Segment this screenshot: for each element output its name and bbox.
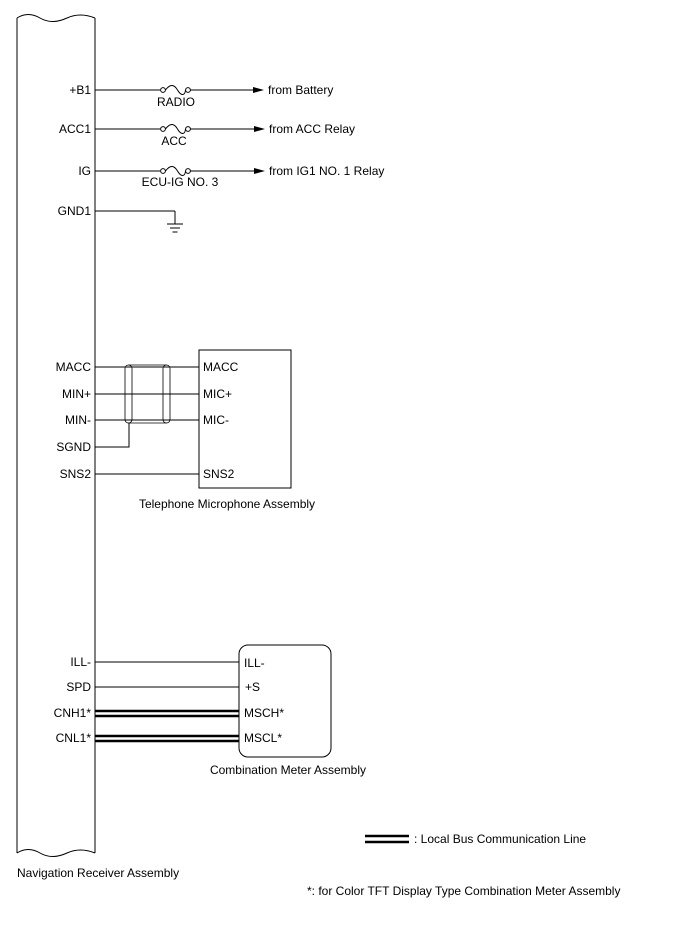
ground-symbol — [95, 210, 183, 233]
pin-label-sgnd: SGND — [56, 440, 91, 454]
pin-label-cnh1: CNH1* — [54, 706, 92, 720]
footnote-text: *: for Color TFT Display Type Combinatio… — [307, 884, 620, 898]
receiver-assembly-label: Navigation Receiver Assembly — [17, 866, 179, 880]
pin-label-ig: IG — [78, 164, 91, 178]
pin-label-macc: MACC — [56, 360, 92, 374]
microphone-assembly-label: Telephone Microphone Assembly — [139, 497, 315, 511]
mic-pin-mic-minus: MIC- — [203, 413, 229, 427]
pin-label-sns2: SNS2 — [60, 467, 92, 481]
shielded-cable-symbol — [124, 364, 171, 424]
microphone-wires — [95, 366, 199, 475]
circuit-acc1 — [95, 124, 265, 134]
source-label-acc-relay: from ACC Relay — [269, 122, 355, 136]
pin-label-ill: ILL- — [70, 655, 91, 669]
pin-label-acc1: ACC1 — [59, 122, 91, 136]
circuit-b1-radio — [95, 85, 264, 95]
mic-pin-sns2: SNS2 — [203, 467, 235, 481]
legend-bus-symbol — [365, 834, 409, 844]
meter-assembly-label: Combination Meter Assembly — [210, 763, 366, 777]
circuit-ig — [95, 166, 265, 176]
meter-pin-s: +S — [245, 680, 260, 694]
pin-label-spd: SPD — [66, 680, 91, 694]
fuse-label-radio: RADIO — [157, 95, 195, 109]
telephone-microphone-box — [198, 349, 292, 489]
fuse-label-ecu-ig: ECU-IG NO. 3 — [142, 175, 219, 189]
source-label-ig1-relay: from IG1 NO. 1 Relay — [269, 164, 384, 178]
mic-pin-macc: MACC — [203, 360, 239, 374]
pin-label-gnd1: GND1 — [58, 204, 92, 218]
meter-pin-msch: MSCH* — [244, 706, 284, 720]
legend-bus-text: : Local Bus Communication Line — [414, 832, 586, 846]
pin-label-cnl1: CNL1* — [56, 731, 92, 745]
pin-label-b1: +B1 — [69, 83, 91, 97]
navigation-receiver-body — [16, 14, 96, 857]
meter-pin-mscl: MSCL* — [244, 731, 282, 745]
combination-meter-box — [238, 644, 332, 758]
meter-wires — [95, 661, 239, 688]
local-bus-lines — [95, 709, 239, 743]
meter-pin-ill: ILL- — [244, 656, 265, 670]
fuse-label-acc: ACC — [161, 134, 187, 148]
source-label-battery: from Battery — [268, 83, 333, 97]
pin-label-min-minus: MIN- — [65, 413, 91, 427]
mic-pin-mic-plus: MIC+ — [203, 387, 232, 401]
pin-label-min-plus: MIN+ — [62, 387, 91, 401]
